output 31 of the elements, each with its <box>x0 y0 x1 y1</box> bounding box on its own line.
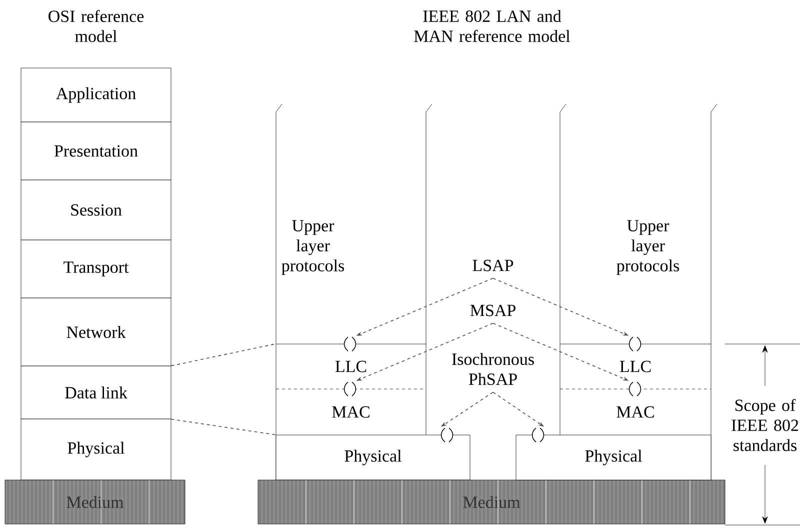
sap-symbol <box>532 427 544 443</box>
sap-symbol <box>344 381 356 397</box>
layer-label: MAC <box>332 406 370 418</box>
sap-symbol <box>628 381 642 397</box>
sap-symbol <box>628 336 642 352</box>
sap-symbol <box>440 427 454 443</box>
medium-block: Medium <box>4 480 186 524</box>
sap-symbol <box>344 336 356 352</box>
layer-label: LLC <box>335 360 366 372</box>
layer-label: LLC <box>620 360 651 372</box>
sap-label: LSAP <box>472 260 514 272</box>
layer-label: Upper layer protocols <box>616 220 680 275</box>
osi-layer-box: Presentation <box>20 122 172 180</box>
osi-layer-box: Transport <box>20 240 172 298</box>
heading: IEEE 802 LAN and MAN reference model <box>414 10 570 42</box>
sap-label: MSAP <box>470 304 516 316</box>
heading: OSI reference model <box>48 10 144 42</box>
layer-label: MAC <box>616 406 654 418</box>
connector-line <box>170 343 276 366</box>
osi-layer-box: Physical <box>20 418 172 480</box>
connector-line <box>170 418 276 436</box>
osi-layer-box: Network <box>20 298 172 366</box>
layer-label: Upper layer protocols <box>282 220 344 275</box>
osi-layer-box: Session <box>20 180 172 240</box>
osi-layer-box: Data link <box>20 366 172 420</box>
medium-block: Medium <box>258 480 726 524</box>
sap-label: Isochronous PhSAP <box>452 353 534 385</box>
dimension-label: Scope of IEEE 802 standards <box>732 398 798 452</box>
physical-layer-box: Physical <box>516 434 712 480</box>
physical-layer-box: Physical <box>276 434 470 480</box>
osi-layer-box: Application <box>20 68 172 122</box>
